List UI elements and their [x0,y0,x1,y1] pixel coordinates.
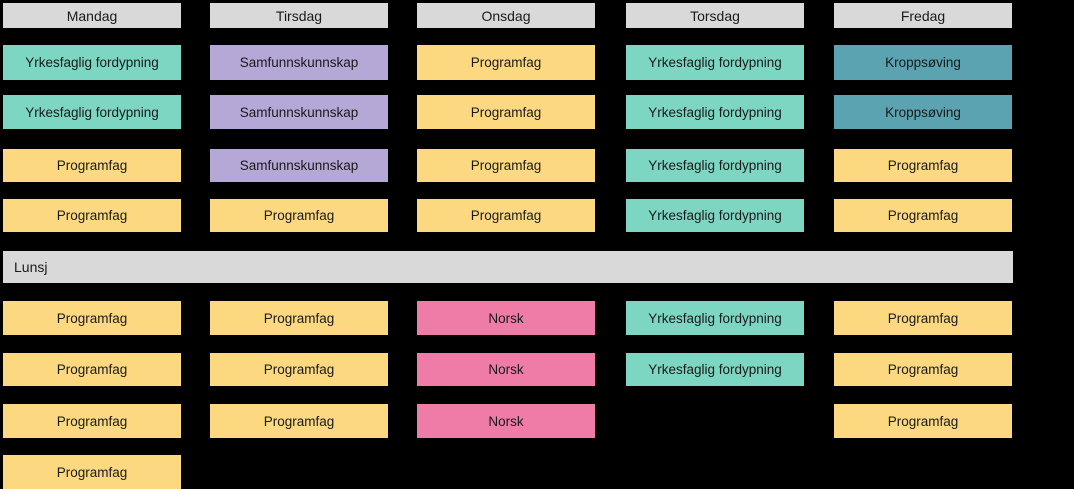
timetable-cell: Programfag [417,45,595,80]
timetable-cell: Programfag [3,455,181,489]
timetable-cell: Yrkesfaglig fordypning [626,199,804,232]
timetable-cell: Programfag [3,353,181,386]
timetable-cell: Yrkesfaglig fordypning [626,149,804,182]
timetable-cell: Programfag [3,199,181,232]
timetable-cell: Programfag [3,404,181,438]
lunch-row: Lunsj [3,251,1013,283]
timetable-cell: Norsk [417,301,595,335]
timetable-cell: Programfag [834,301,1012,335]
timetable-cell: Programfag [210,353,388,386]
timetable-cell: Programfag [834,404,1012,438]
day-header-onsdag: Onsdag [417,3,595,28]
timetable-cell: Kroppsøving [834,95,1012,129]
timetable-cell: Yrkesfaglig fordypning [626,45,804,80]
timetable-cell: Yrkesfaglig fordypning [626,301,804,335]
timetable-cell: Programfag [834,199,1012,232]
timetable-cell: Programfag [834,353,1012,386]
day-header-fredag: Fredag [834,3,1012,28]
timetable-cell: Norsk [417,353,595,386]
timetable-cell: Norsk [417,404,595,438]
timetable-cell: Samfunnskunnskap [210,95,388,129]
timetable-cell: Programfag [3,301,181,335]
timetable-cell: Programfag [210,301,388,335]
timetable-cell: Programfag [417,149,595,182]
timetable-cell: Kroppsøving [834,45,1012,80]
timetable-cell: Yrkesfaglig fordypning [626,95,804,129]
timetable-cell: Programfag [834,149,1012,182]
timetable-cell: Yrkesfaglig fordypning [626,353,804,386]
timetable-cell: Programfag [417,199,595,232]
day-header-torsdag: Torsdag [626,3,804,28]
day-header-mandag: Mandag [3,3,181,28]
timetable-cell: Programfag [3,149,181,182]
timetable-cell: Yrkesfaglig fordypning [3,95,181,129]
timetable-cell: Samfunnskunnskap [210,45,388,80]
timetable-cell: Yrkesfaglig fordypning [3,45,181,80]
timetable-cell: Samfunnskunnskap [210,149,388,182]
timetable-cell: Programfag [417,95,595,129]
timetable-cell: Programfag [210,404,388,438]
timetable-cell: Programfag [210,199,388,232]
day-header-tirsdag: Tirsdag [210,3,388,28]
